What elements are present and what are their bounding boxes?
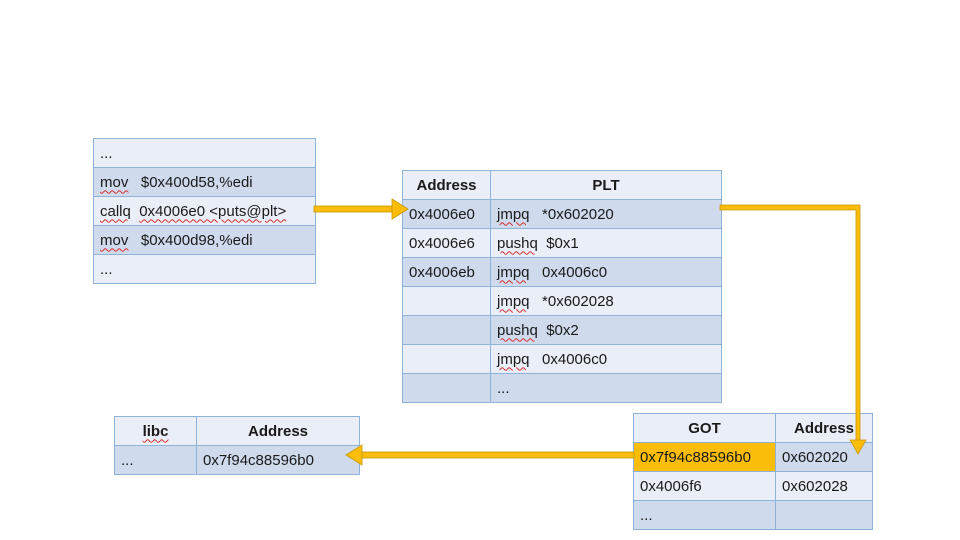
plt-mnemonic: jmpq <box>497 292 530 310</box>
plt-operand: 0x4006c0 <box>542 350 608 368</box>
code-mnemonic: mov <box>100 173 129 191</box>
plt-operand: $0x2 <box>546 321 579 339</box>
plt-table: Address PLT 0x4006e0 jmpq *0x602020 0x40… <box>402 170 722 403</box>
got-table: GOT Address 0x7f94c88596b0 0x602020 0x40… <box>633 413 873 530</box>
plt-mnemonic: pushq <box>497 321 538 339</box>
got-row: 0x7f94c88596b0 0x602020 <box>633 442 873 472</box>
plt-operand: *0x602028 <box>542 292 614 310</box>
code-row: mov $0x400d98,%edi <box>93 225 316 255</box>
plt-operand: 0x4006c0 <box>542 263 608 281</box>
code-row: ... <box>93 138 316 168</box>
got-value-highlighted: 0x7f94c88596b0 <box>633 442 776 472</box>
plt-row: 0x4006e6 pushq $0x1 <box>402 228 722 258</box>
plt-mnemonic: pushq <box>497 234 538 252</box>
plt-row: ... <box>402 373 722 403</box>
plt-address: 0x4006e0 <box>402 199 491 229</box>
code-operand: $0x400d98,%edi <box>140 231 253 249</box>
plt-mnemonic: jmpq <box>497 205 530 223</box>
plt-mnemonic: jmpq <box>497 350 530 368</box>
got-address <box>775 500 873 530</box>
code-operand: $0x400d58,%edi <box>140 173 253 191</box>
code-row: callq 0x4006e0 <puts@plt> <box>93 196 316 226</box>
code-listing: ... mov $0x400d58,%edi callq 0x4006e0 <p… <box>93 138 316 284</box>
code-mnemonic: callq <box>100 202 131 220</box>
code-mnemonic: ... <box>100 260 113 278</box>
code-mnemonic: ... <box>100 144 113 162</box>
libc-header-libc: libc <box>114 416 197 446</box>
plt-mnemonic: ... <box>497 379 510 397</box>
libc-table: libc Address ... 0x7f94c88596b0 <box>114 416 360 475</box>
libc-row: ... 0x7f94c88596b0 <box>114 445 360 475</box>
plt-row: pushq $0x2 <box>402 315 722 345</box>
plt-operand: *0x602020 <box>542 205 614 223</box>
plt-operand: $0x1 <box>546 234 579 252</box>
plt-address: 0x4006eb <box>402 257 491 287</box>
plt-address: 0x4006e6 <box>402 228 491 258</box>
plt-row: jmpq 0x4006c0 <box>402 344 722 374</box>
got-value: ... <box>633 500 776 530</box>
got-row: 0x4006f6 0x602028 <box>633 471 873 501</box>
call-to-plt-arrow <box>313 198 409 220</box>
got-address: 0x602028 <box>775 471 873 501</box>
plt-header-address: Address <box>402 170 491 200</box>
code-mnemonic: mov <box>100 231 129 249</box>
got-address: 0x602020 <box>775 442 873 472</box>
plt-header-row: Address PLT <box>402 170 722 200</box>
got-row: ... <box>633 500 873 530</box>
code-row: ... <box>93 254 316 284</box>
got-header-got: GOT <box>633 413 776 443</box>
got-value: 0x4006f6 <box>633 471 776 501</box>
got-to-libc-arrow <box>345 444 635 466</box>
plt-address <box>402 373 491 403</box>
plt-row: 0x4006eb jmpq 0x4006c0 <box>402 257 722 287</box>
code-operand: 0x4006e0 <puts@plt> <box>139 202 287 220</box>
code-row: mov $0x400d58,%edi <box>93 167 316 197</box>
libc-address: 0x7f94c88596b0 <box>196 445 360 475</box>
plt-mnemonic: jmpq <box>497 263 530 281</box>
plt-row: 0x4006e0 jmpq *0x602020 <box>402 199 722 229</box>
plt-to-got-arrow <box>719 204 867 455</box>
libc-header-row: libc Address <box>114 416 360 446</box>
